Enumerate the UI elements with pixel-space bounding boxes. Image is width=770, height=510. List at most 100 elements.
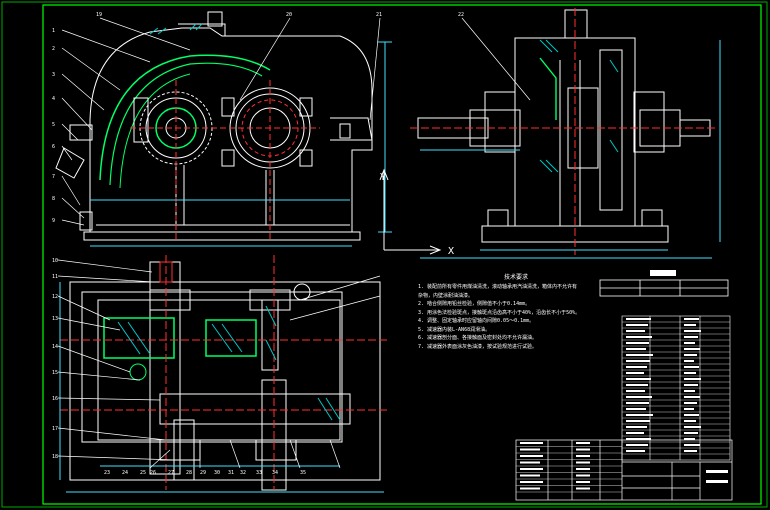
title-block-text-mark xyxy=(576,448,590,451)
parts-list-text-mark xyxy=(626,426,647,428)
title-block-text-mark xyxy=(576,481,590,483)
parts-list-text-mark xyxy=(684,426,701,428)
balloon-label: 34 xyxy=(272,470,278,476)
balloon-label: 3 xyxy=(52,72,55,78)
technical-note: 7. 减速器外表面涂灰色油漆，按试验规范进行试验。 xyxy=(418,343,538,350)
parts-list-text-mark xyxy=(684,330,701,332)
side-view xyxy=(410,8,721,259)
parts-list-text-mark xyxy=(684,378,701,380)
balloon-label: 15 xyxy=(52,370,58,376)
balloon-label: 26 xyxy=(150,470,156,476)
parts-list-text-mark xyxy=(626,438,651,440)
parts-list-text-mark xyxy=(684,354,697,356)
balloon-label: 11 xyxy=(52,274,58,280)
balloon-label: 22 xyxy=(458,12,464,18)
balloon-label: 35 xyxy=(300,470,306,476)
balloon-label: 24 xyxy=(122,470,128,476)
balloon-label: 8 xyxy=(52,196,55,202)
parts-list-text-mark xyxy=(684,414,699,416)
title-block-text-mark xyxy=(576,442,590,444)
title-block-text-mark xyxy=(576,474,590,477)
technical-notes: 1. 装配前所有零件用煤油清洗，滚动轴承用汽油清洗，箱体内不允许有 杂物，内壁涂… xyxy=(418,283,580,351)
parts-list-text-mark xyxy=(626,432,644,434)
parts-list-text-mark xyxy=(684,444,700,446)
balloon-label: 12 xyxy=(52,294,58,300)
title-block-text-mark xyxy=(520,442,543,444)
title-block-text-mark xyxy=(576,468,590,470)
parts-list-text-mark xyxy=(626,384,648,386)
notes-title: 技术要求 xyxy=(504,274,529,281)
technical-note: 2. 啮合侧隙用铅丝检验，侧隙值不小于0.14mm。 xyxy=(418,301,531,307)
parts-list-text-mark xyxy=(626,318,651,320)
technical-note: 5. 减速器内装L-AN68润滑油。 xyxy=(418,326,491,333)
balloon-label: 25 xyxy=(140,470,146,476)
leader-lines-side xyxy=(461,17,531,101)
parts-list-text-mark xyxy=(684,372,696,374)
parts-list-text-mark xyxy=(684,396,700,398)
technical-note: 4. 调整、固定轴承时应留轴向间隙0.05～0.1mm。 xyxy=(418,318,535,324)
front-view xyxy=(55,11,442,255)
parts-list-text-mark xyxy=(684,318,699,320)
title-block-text-mark xyxy=(520,487,540,490)
balloon-label: 20 xyxy=(286,12,292,18)
parts-list-text-mark xyxy=(626,444,648,446)
title-block-text-mark xyxy=(520,481,543,483)
parts-list-text-mark xyxy=(626,378,651,380)
leader-lines-front xyxy=(61,17,381,226)
parts-list-text-mark xyxy=(626,408,646,410)
parts-list-text-mark xyxy=(684,402,697,404)
parts-list-text-mark xyxy=(626,396,652,398)
title-block-mark xyxy=(706,480,728,483)
balloon-label: 7 xyxy=(52,174,55,180)
view-axis-y-label: Y xyxy=(380,172,386,183)
balloon-label: 30 xyxy=(214,470,220,476)
balloon-label: 5 xyxy=(52,122,55,128)
parts-list-text-mark xyxy=(626,420,650,422)
balloon-label: 19 xyxy=(96,12,102,18)
balloon-label: 31 xyxy=(228,470,234,476)
title-block-text-mark xyxy=(520,468,543,470)
balloon-label: 18 xyxy=(52,454,58,460)
parts-list-rows xyxy=(622,318,730,455)
balloon-label: 4 xyxy=(52,96,55,102)
plan-view xyxy=(59,255,390,493)
parts-list-text-mark xyxy=(684,348,700,350)
parts-list-text-mark xyxy=(684,408,694,410)
parts-list-text-mark xyxy=(626,330,645,332)
balloon-label: 28 xyxy=(186,470,192,476)
parts-list-text-mark xyxy=(684,432,698,434)
parts-list-text-mark xyxy=(684,390,695,392)
balloon-label: 21 xyxy=(376,12,382,18)
spec-table xyxy=(599,270,729,297)
balloon-label: 23 xyxy=(104,470,110,476)
parts-list-text-mark xyxy=(626,402,649,404)
title-block-text-mark xyxy=(520,448,540,451)
balloon-label: 10 xyxy=(52,258,58,264)
balloon-label: 33 xyxy=(256,470,262,476)
parts-list-text-mark xyxy=(684,360,694,362)
technical-note: 杂物，内壁涂耐油油漆。 xyxy=(418,292,474,299)
title-block-mark xyxy=(706,470,728,473)
parts-list-text-mark xyxy=(684,336,698,338)
parts-list-text-mark xyxy=(684,438,695,440)
parts-list-text-mark xyxy=(626,414,653,416)
title-block-text-mark xyxy=(520,474,540,477)
parts-list-text-mark xyxy=(626,342,649,344)
title-block-text-mark xyxy=(520,455,543,457)
balloon-label: 16 xyxy=(52,396,58,402)
title-block-text-mark xyxy=(576,487,590,490)
parts-list-text-mark xyxy=(626,336,652,338)
balloon-label: 14 xyxy=(52,344,58,350)
parts-list-text-mark xyxy=(684,324,696,326)
parts-list-text-mark xyxy=(626,360,650,362)
title-block-rows xyxy=(516,442,622,493)
parts-list-text-mark xyxy=(626,348,646,350)
balloon-label: 9 xyxy=(52,218,55,224)
parts-list-text-mark xyxy=(684,420,696,422)
balloon-label: 32 xyxy=(240,470,246,476)
technical-note: 3. 用涂色法检验斑点，接触斑点沿齿高不小于40%，沿齿长不小于50%。 xyxy=(418,309,581,316)
title-block-text-mark xyxy=(576,455,590,457)
